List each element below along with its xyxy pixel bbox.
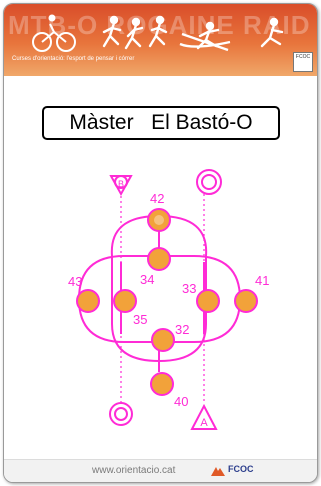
dotted-guides [120, 194, 205, 402]
runners-illustration [32, 14, 284, 52]
control-number: 40 [174, 394, 188, 409]
control-number: 41 [255, 273, 269, 288]
controls: 42 34 43 33 41 35 [68, 191, 269, 409]
fcoc-logo: FCOC [210, 464, 254, 476]
control-number: 33 [182, 281, 196, 296]
fcoc-logo-text: FCOC [228, 464, 254, 474]
footer: www.orientacio.cat FCOC [4, 459, 317, 482]
bottom-left-circle [109, 402, 133, 426]
control-43: 43 [68, 274, 100, 313]
top-right-finish-circle [196, 169, 222, 195]
start-triangle [190, 403, 218, 430]
control-number: 43 [68, 274, 82, 289]
course-title: Màster El Bastó-O [42, 106, 280, 140]
finish-symbol [109, 175, 133, 197]
finish-label: B [118, 179, 124, 189]
footer-url[interactable]: www.orientacio.cat [92, 465, 176, 476]
control-number: 34 [140, 272, 154, 287]
banner-tagline: Curses d'orientació: l'esport de pensar … [12, 56, 135, 62]
control-32: 32 [151, 322, 189, 352]
control-40: 40 [150, 372, 188, 409]
control-34: 34 [140, 247, 171, 287]
control-number: 35 [133, 312, 147, 327]
control-41: 41 [234, 273, 269, 313]
control-number: 42 [150, 191, 164, 206]
control-42: 42 [147, 191, 171, 232]
start-label: A [200, 417, 208, 429]
fcoc-badge: FCOC [293, 52, 313, 72]
course-diagram: B A 42 34 [68, 169, 269, 430]
control-35: 35 [113, 289, 147, 327]
control-33: 33 [182, 281, 220, 313]
course-line-left [110, 215, 160, 362]
map-card: MTB-O ROGAINE RAID [3, 3, 318, 483]
control-number: 32 [175, 322, 189, 337]
fcoc-logo-icon [211, 467, 225, 476]
header-banner: MTB-O ROGAINE RAID [4, 4, 317, 76]
